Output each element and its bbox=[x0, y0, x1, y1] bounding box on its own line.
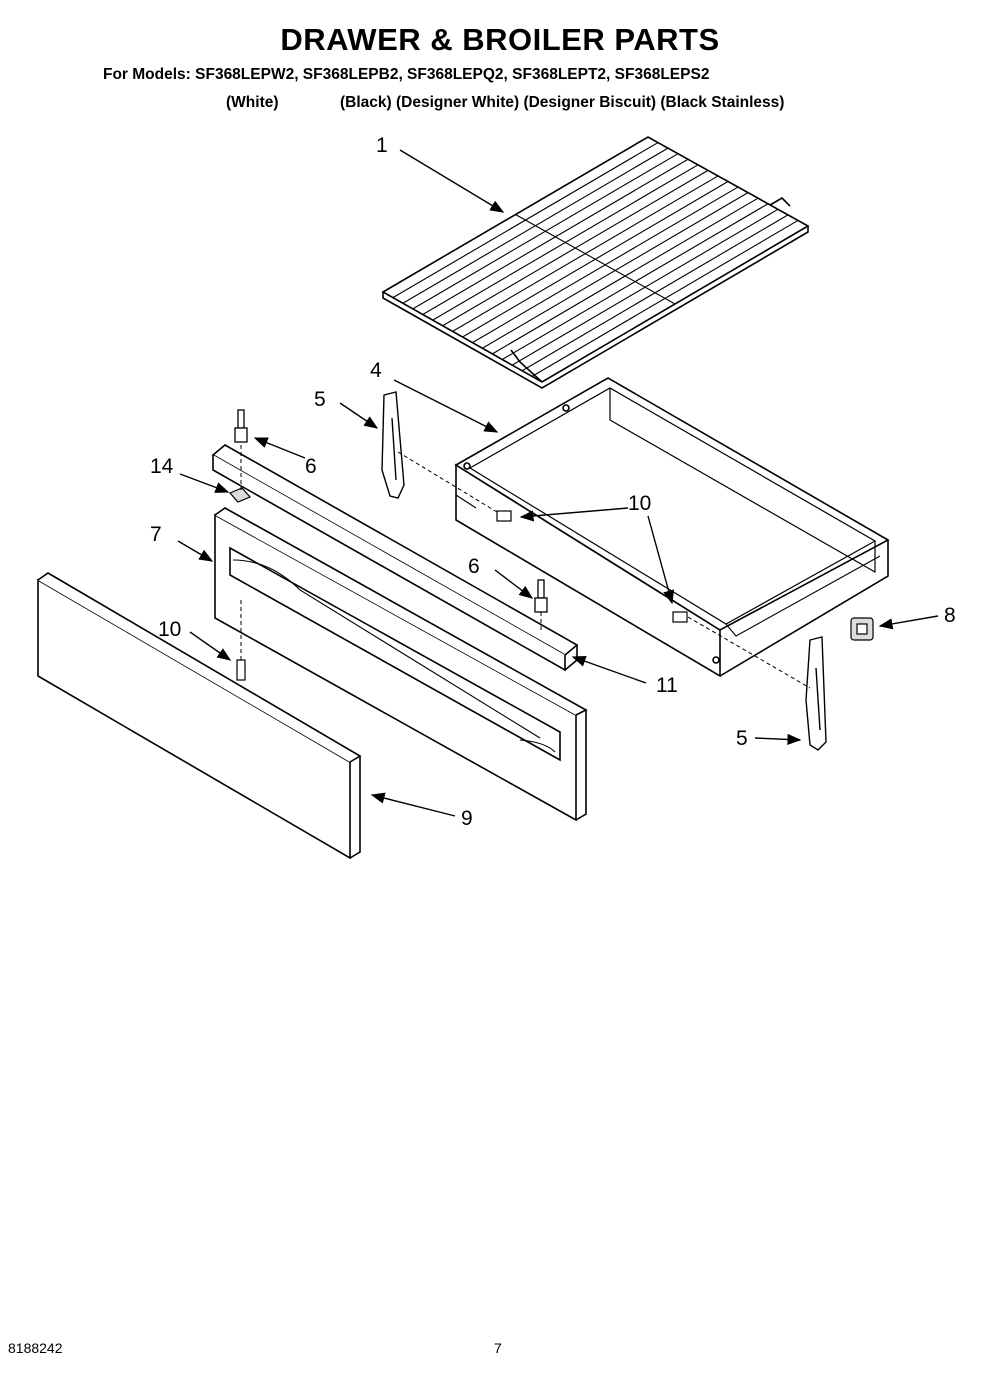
clip-part bbox=[850, 617, 874, 641]
screw-pan-left bbox=[496, 510, 512, 522]
callout-10-pan: 10 bbox=[628, 492, 651, 515]
broiler-rack bbox=[381, 136, 810, 389]
callout-1: 1 bbox=[376, 134, 388, 157]
drawer-trim bbox=[211, 444, 579, 672]
screw-pan-right bbox=[672, 611, 688, 623]
drawer-panel bbox=[37, 572, 362, 860]
variant-colors: (Black) (Designer White) (Designer Biscu… bbox=[340, 94, 785, 111]
drawer-front bbox=[214, 507, 588, 822]
callout-5-right: 5 bbox=[736, 727, 748, 750]
callout-14: 14 bbox=[150, 455, 174, 478]
callout-6-left: 6 bbox=[305, 455, 317, 478]
assembly-lines bbox=[240, 445, 811, 689]
page-title: DRAWER & BROILER PARTS bbox=[280, 22, 720, 57]
page-number: 7 bbox=[494, 1340, 502, 1356]
callout-5-left: 5 bbox=[314, 388, 326, 411]
callout-6-right: 6 bbox=[468, 555, 480, 578]
nut-part bbox=[228, 487, 252, 503]
models-line: For Models: SF368LEPW2, SF368LEPB2, SF36… bbox=[103, 66, 710, 83]
callout-7: 7 bbox=[150, 523, 162, 546]
roller-left bbox=[381, 391, 405, 499]
stud-left bbox=[234, 409, 248, 443]
callout-8: 8 bbox=[944, 604, 956, 627]
leader-lines bbox=[177, 149, 939, 817]
screw-front bbox=[236, 659, 246, 681]
variant-white: (White) bbox=[226, 94, 279, 111]
document-number: 8188242 bbox=[8, 1340, 63, 1356]
roller-right bbox=[805, 636, 827, 751]
callout-4: 4 bbox=[370, 359, 382, 382]
callout-10-front: 10 bbox=[158, 618, 181, 641]
stud-right bbox=[534, 579, 548, 613]
callout-9: 9 bbox=[461, 807, 473, 830]
callout-11: 11 bbox=[656, 674, 678, 697]
